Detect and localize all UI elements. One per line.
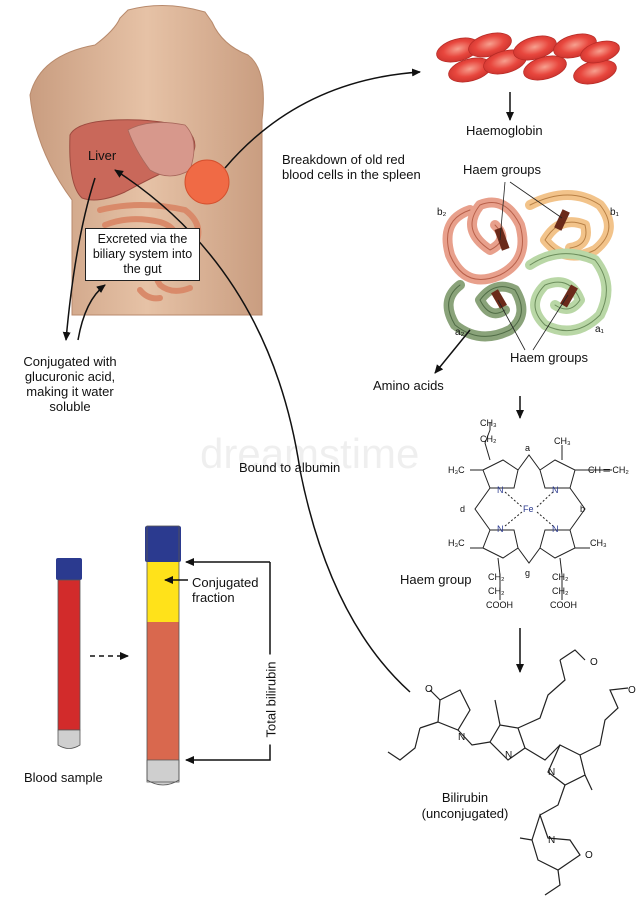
haem-cooh-left: COOH (486, 600, 513, 610)
blood-sample-label: Blood sample (24, 770, 103, 785)
haem-vinyl: CH ═ CH₂ (588, 465, 629, 475)
haem-ch3-top-left: CH₃ (480, 418, 497, 428)
haem-ch2-bl2: CH₂ (488, 586, 505, 596)
amino-acids-label: Amino acids (373, 378, 444, 393)
blood-tube-small (56, 558, 82, 749)
haem-ch2-br1: CH₂ (552, 572, 569, 582)
haem-n2: N (552, 485, 559, 495)
subunit-a2: a₂ (455, 327, 465, 338)
bilirubin-label: Bilirubin (441, 790, 489, 805)
haem-ch2-bl1: CH₂ (488, 572, 505, 582)
blood-tube-large (145, 525, 181, 786)
haem-ch2-top-left: CH₂ (480, 434, 497, 444)
haem-n3: N (497, 524, 504, 534)
liver-label: Liver (88, 148, 117, 163)
haemoglobin-structure (442, 190, 614, 342)
spleen-highlight (184, 159, 230, 205)
haem-group-label: Haem group (400, 572, 472, 587)
subunit-b1: b₁ (610, 207, 619, 218)
conjugated-fraction-label: Conjugated fraction (192, 575, 259, 605)
bilirubin-structure (387, 649, 629, 896)
unconjugated-label: (unconjugated) (421, 806, 509, 821)
haem-n4: N (552, 524, 559, 534)
haem-groups-bottom-label: Haem groups (510, 350, 589, 365)
haemoglobin-label: Haemoglobin (466, 123, 543, 138)
haem-structure (470, 422, 612, 600)
haem-ch3-lower-right: CH₃ (590, 538, 607, 548)
haem-h3c-left: H₃C (448, 465, 465, 475)
watermark: dreamstime (200, 430, 420, 477)
haem-meso-d: d (460, 504, 466, 514)
bound-albumin-label: Bound to albumin (239, 460, 341, 475)
haem-meso-a: a (525, 443, 531, 453)
haem-pointer-lines (497, 181, 569, 351)
haem-ch2-br2: CH₂ (552, 586, 569, 596)
bili-n-left: N (458, 732, 466, 743)
bili-n-mid2: N (548, 767, 556, 778)
red-blood-cells (436, 32, 620, 85)
haem-ch3-top-right: CH₃ (554, 436, 571, 446)
breakdown-label: Breakdown of old red blood cells in the … (282, 152, 421, 182)
bili-n-mid1: N (505, 750, 513, 761)
haem-n1: N (497, 485, 504, 495)
excreted-label: Excreted via the biliary system into the… (85, 228, 200, 281)
bili-o-right: O (585, 850, 593, 861)
bili-o-left: O (425, 684, 433, 695)
total-bilirubin-label: Total bilirubin (263, 654, 279, 745)
subunit-b2: b₂ (437, 207, 447, 218)
subunit-a1: a₁ (595, 324, 604, 335)
haem-groups-top-label: Haem groups (463, 162, 542, 177)
haem-meso-b: b (580, 504, 586, 514)
conjugated-glucuronic-label: Conjugated with glucuronic acid, making … (23, 354, 117, 414)
haem-fe: Fe (523, 504, 534, 514)
bili-n-right: N (548, 835, 556, 846)
haem-h3c-lower: H₃C (448, 538, 465, 548)
bili-o-acid1: O (590, 657, 598, 668)
haem-cooh-right: COOH (550, 600, 577, 610)
haem-meso-g: g (525, 568, 531, 578)
bili-o-acid2: O (628, 685, 636, 696)
